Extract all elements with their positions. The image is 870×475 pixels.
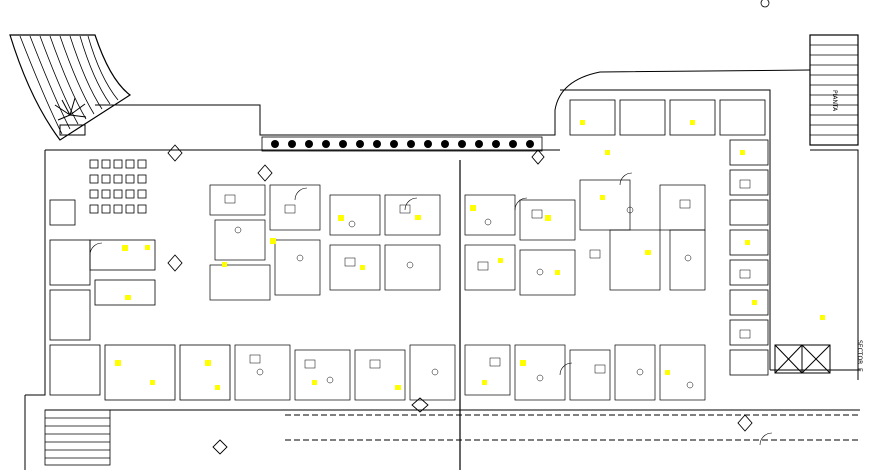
diamond-marker-icon bbox=[167, 144, 753, 455]
stair-icon bbox=[44, 409, 111, 466]
planter-strip bbox=[261, 136, 543, 152]
palm-tree-icon bbox=[54, 97, 87, 136]
sector-label: SECTOR bbox=[856, 340, 863, 364]
pianta-label: PIANTA bbox=[831, 90, 838, 112]
fixture-details bbox=[224, 179, 751, 389]
hatched-stair-block bbox=[809, 34, 859, 146]
north-circle-icon bbox=[760, 0, 770, 8]
sector-letter-label: E bbox=[856, 368, 863, 372]
left-rooms bbox=[49, 199, 231, 401]
central-rooms bbox=[209, 179, 706, 401]
seating-grid bbox=[89, 159, 147, 214]
door-swings bbox=[89, 172, 773, 446]
highlight-marks bbox=[115, 120, 825, 390]
building-outline bbox=[24, 69, 860, 470]
curved-hatched-zone bbox=[9, 34, 132, 141]
right-cubicles bbox=[569, 99, 769, 376]
elevator-icon bbox=[774, 344, 831, 374]
